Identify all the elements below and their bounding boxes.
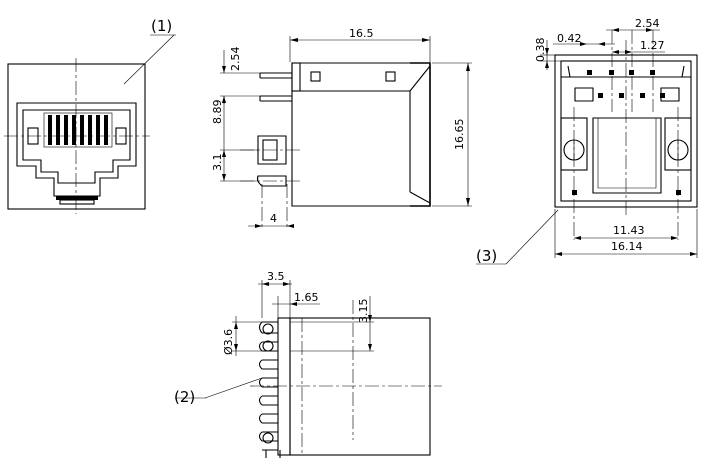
front-view: (1) [4, 17, 176, 214]
dim-bottom-post-spacing: 3.15 [357, 299, 370, 324]
dim-side-pin-length: 4 [270, 212, 277, 225]
dim-bottom-pin-offset: 1.65 [294, 291, 319, 304]
dim-side-height: 16.65 [453, 119, 466, 151]
dim-side-pin-offset: 8.89 [211, 100, 224, 125]
bottom-view: 3.5 1.65 3.15 Ø3.6 (2) [174, 270, 442, 458]
dim-rear-width: 16.14 [611, 240, 643, 253]
dim-rear-pin-row-offset: 0.38 [534, 38, 547, 63]
callout-rear-label: (3) [476, 247, 497, 265]
callout-bottom-label: (2) [174, 388, 195, 406]
dim-side-width: 16.5 [349, 27, 374, 40]
dim-bottom-hole-diameter: Ø3.6 [222, 329, 235, 355]
dim-side-post-offset: 3.1 [211, 154, 224, 172]
dim-rear-pin-offset: 0.42 [557, 32, 582, 45]
dim-rear-pin-step: 1.27 [640, 39, 665, 52]
dim-bottom-post-offset: 3.5 [267, 270, 285, 283]
dim-side-pin-pitch: 2.54 [229, 47, 242, 72]
rear-view: 2.54 1.27 0.42 0.38 11.43 16.14 (3) [476, 17, 698, 265]
side-view: 16.5 16.65 2.54 8.89 3.1 4 [211, 27, 472, 228]
callout-front-label: (1) [151, 17, 172, 35]
dim-rear-pin-pitch: 2.54 [635, 17, 660, 30]
dim-rear-post-spacing: 11.43 [613, 224, 645, 237]
